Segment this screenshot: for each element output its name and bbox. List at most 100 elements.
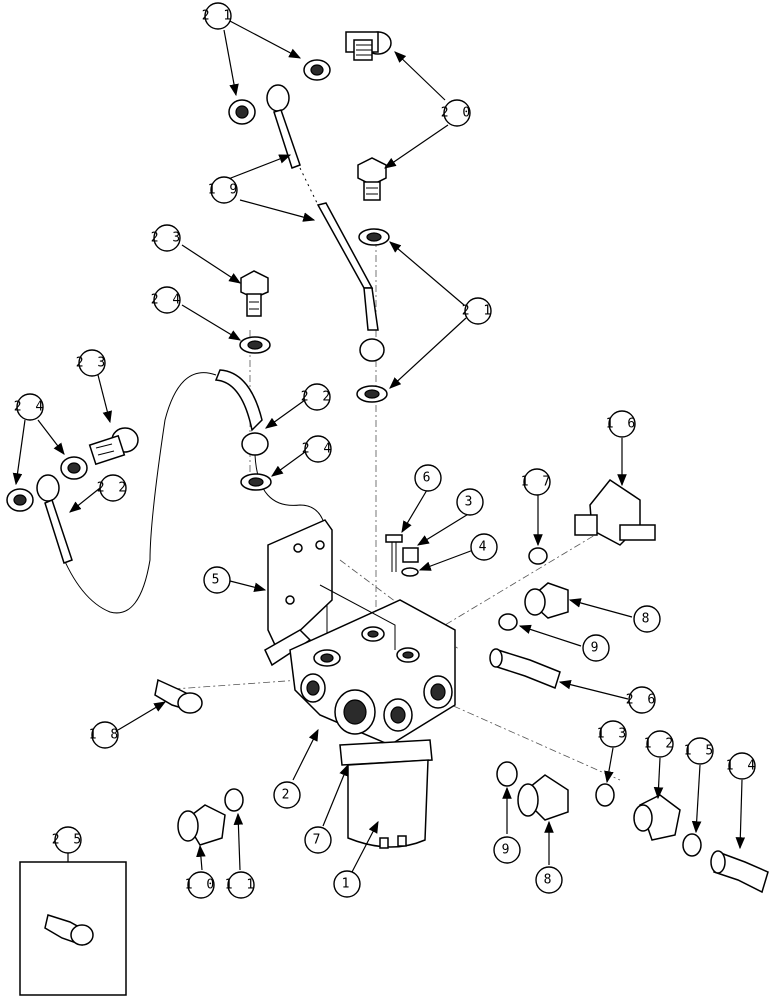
svg-text:1 8: 1 8 [89,728,121,743]
hose-barb-middle [489,648,561,689]
filter-head-body [289,584,456,746]
bleed-hose-upper [266,84,319,206]
callout-11: 1 1 [225,871,257,899]
svg-text:9: 9 [502,843,513,858]
oring-right-middle [498,613,518,631]
callout-5: 5 [203,566,231,594]
svg-text:1 9: 1 9 [208,183,240,198]
svg-text:1 0: 1 0 [185,878,217,893]
plug-lower-middle [517,774,569,821]
svg-text:2 1: 2 1 [202,9,234,24]
callout-21-top: 2 1 [202,2,234,30]
svg-text:2 1: 2 1 [462,304,494,319]
washer-top-right [303,59,331,81]
hose-barb-lower-right [710,850,769,894]
callout-4: 4 [470,533,498,561]
svg-text:8: 8 [642,612,653,627]
banjo-bolt-top-right [345,31,392,61]
svg-text:4: 4 [479,540,490,555]
callout-12: 1 2 [644,730,676,758]
fuel-line-left [59,369,328,660]
callout-24-left: 2 4 [14,393,46,421]
svg-text:1 6: 1 6 [606,417,638,432]
callout-19: 1 9 [208,176,240,204]
callout-9-lower: 9 [493,836,521,864]
oring-lower-left [224,788,244,812]
oring-right-upper [528,547,548,565]
svg-text:1 5: 1 5 [684,744,716,759]
callout-2: 2 [273,781,301,809]
elbow-fitting [574,478,656,546]
banjo-bolt-top-middle [357,157,387,201]
svg-text:1: 1 [342,877,353,892]
washer-left-upper [239,336,271,354]
callout-26: 2 6 [626,686,658,714]
callout-9-right: 9 [582,634,610,662]
callout-16: 1 6 [606,410,638,438]
callout-6: 6 [414,464,442,492]
callout-23-left: 2 3 [76,349,106,377]
svg-text:2 3: 2 3 [151,231,183,246]
oring-lower-right-a [595,783,615,807]
oring-lower-middle [496,761,518,787]
callout-bubbles: 2 1 2 0 1 9 2 3 2 4 2 1 2 3 2 4 2 2 2 4 … [14,2,758,899]
plug-right-upper [524,582,569,619]
banjo-bolt-left-upper [240,270,269,317]
callout-8-lower: 8 [535,866,563,894]
inset-bleed-screw [44,914,94,946]
callout-22-left: 2 2 [97,474,129,502]
callout-8-right: 8 [633,605,661,633]
svg-text:2 4: 2 4 [302,442,334,457]
svg-text:7: 7 [313,833,324,848]
callout-22-upper: 2 2 [301,383,333,411]
washer-far-left-a [60,456,88,480]
callout-20: 2 0 [441,99,473,127]
svg-text:2 2: 2 2 [97,481,129,496]
oring-lower-right-b [682,833,702,857]
mounting-bracket [264,519,333,667]
fuel-line-far-left [36,474,73,564]
fuel-filter-element [339,739,433,849]
banjo-bolt-far-left [88,427,139,466]
washer-middle-upper [358,228,390,246]
svg-text:2: 2 [282,788,293,803]
callout-23-upper: 2 3 [151,224,183,252]
svg-text:1 3: 1 3 [597,727,629,742]
washer-middle-lower [356,385,388,403]
svg-text:1 2: 1 2 [644,737,676,752]
svg-text:8: 8 [544,873,555,888]
callout-7: 7 [304,826,332,854]
svg-text:3: 3 [465,495,476,510]
callout-1: 1 [333,870,361,898]
washer-left-lower [240,473,272,491]
svg-text:1 1: 1 1 [225,878,257,893]
callout-18: 1 8 [89,721,121,749]
callout-24-middle: 2 4 [302,435,334,463]
callout-24-upper: 2 4 [151,286,183,314]
callout-25: 2 5 [52,826,82,854]
washer-far-left-b [6,488,34,512]
svg-text:5: 5 [212,573,223,588]
callout-17: 1 7 [521,468,553,496]
svg-text:9: 9 [591,641,602,656]
svg-text:2 0: 2 0 [441,106,473,121]
svg-text:2 2: 2 2 [301,390,333,405]
leader-lines [12,19,746,873]
washer-top-left [228,99,256,125]
bleed-hose-lower [316,202,385,362]
small-bolt-and-plug [385,534,419,577]
callout-14: 1 4 [726,752,758,780]
svg-text:2 4: 2 4 [14,400,46,415]
callout-13: 1 3 [597,720,629,748]
svg-text:1 7: 1 7 [521,475,553,490]
svg-text:2 6: 2 6 [626,693,658,708]
svg-text:2 4: 2 4 [151,293,183,308]
callout-21-middle: 2 1 [462,297,494,325]
callout-3: 3 [456,488,484,516]
nut-lower-right [633,794,681,841]
drain-plug-left [177,804,226,846]
svg-text:1 4: 1 4 [726,759,758,774]
callout-10: 1 0 [185,871,217,899]
bleed-screw-left [154,678,203,714]
